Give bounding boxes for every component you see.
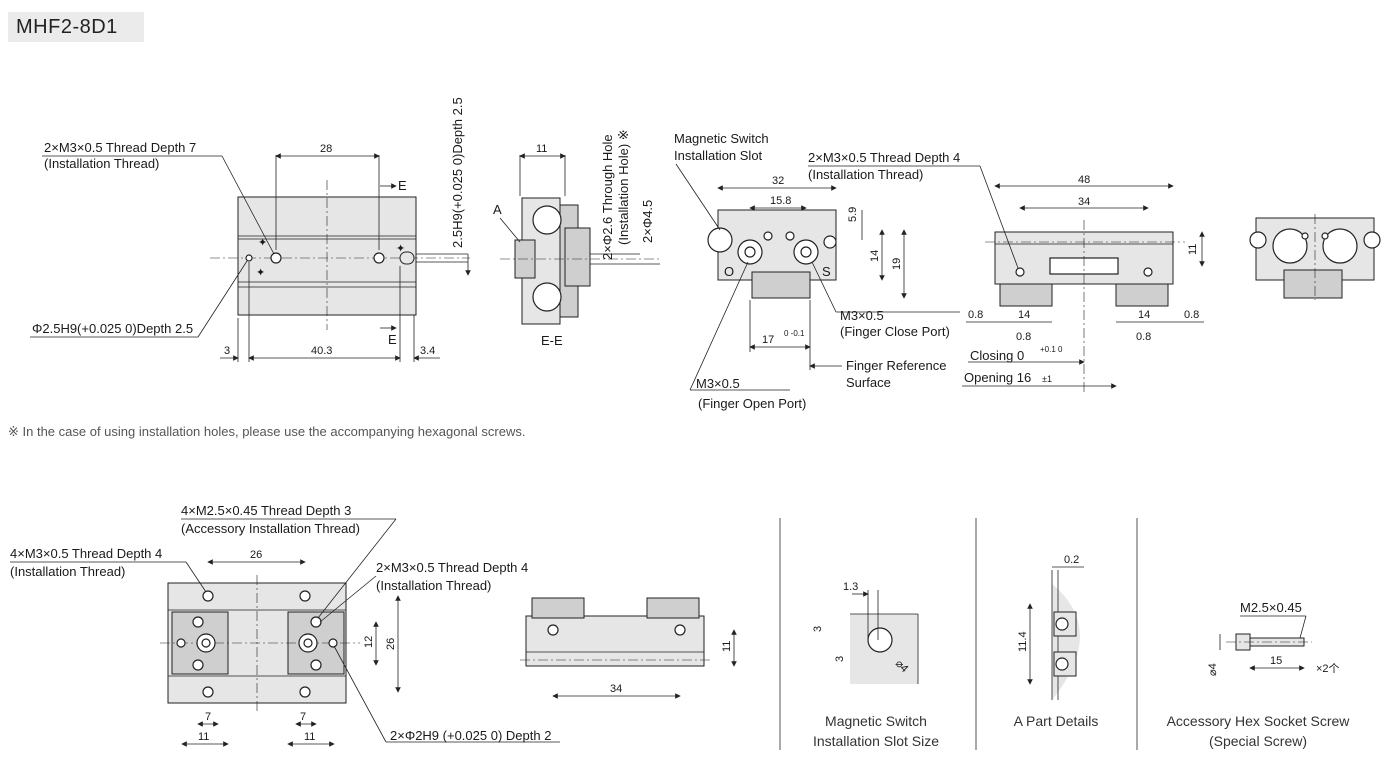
svg-text:11: 11 <box>304 731 315 743</box>
footnote: ※ In the case of using installation hole… <box>8 424 525 439</box>
svg-text:26: 26 <box>250 549 262 561</box>
svg-text:26: 26 <box>385 638 397 650</box>
svg-text:(Finger Open Port): (Finger Open Port) <box>698 396 806 411</box>
svg-text:×2个: ×2个 <box>1316 662 1340 675</box>
svg-text:(Installation Thread): (Installation Thread) <box>44 156 159 171</box>
svg-text:(Finger Close Port): (Finger Close Port) <box>840 324 950 339</box>
svg-text:A: A <box>493 202 502 217</box>
svg-text:0.8: 0.8 <box>1184 309 1199 321</box>
svg-text:O: O <box>724 264 734 279</box>
svg-text:48: 48 <box>1078 174 1090 186</box>
svg-text:Closing 0: Closing 0 <box>970 348 1024 363</box>
svg-text:0 -0.1: 0 -0.1 <box>784 329 805 338</box>
svg-text:M3×0.5: M3×0.5 <box>696 376 740 391</box>
svg-text:(Installation Thread): (Installation Thread) <box>376 578 491 593</box>
svg-text:17: 17 <box>762 334 774 346</box>
end-view <box>1249 214 1381 300</box>
svg-text:(Accessory Installation Thread: (Accessory Installation Thread) <box>181 521 360 536</box>
svg-text:Φ2.5H9(+0.025 0)Depth 2.5: Φ2.5H9(+0.025 0)Depth 2.5 <box>32 321 193 336</box>
svg-text:3: 3 <box>812 626 824 632</box>
svg-text:✦: ✦ <box>396 243 405 255</box>
svg-text:E-E: E-E <box>541 333 563 348</box>
section-view-ee: 11 A 2×Φ2.6 Through Hole (Installation H… <box>493 129 660 348</box>
svg-text:(Special Screw): (Special Screw) <box>1209 733 1307 749</box>
svg-text:14: 14 <box>869 250 881 262</box>
svg-text:34: 34 <box>1078 196 1090 208</box>
bottom-view: 4×M2.5×0.45 Thread Depth 3 (Accessory In… <box>10 503 560 747</box>
svg-text:Magnetic Switch: Magnetic Switch <box>825 713 927 729</box>
svg-text:2×M3×0.5 Thread Depth 4: 2×M3×0.5 Thread Depth 4 <box>376 560 528 575</box>
svg-text:S: S <box>822 264 831 279</box>
svg-text:14: 14 <box>1138 309 1150 321</box>
svg-text:14: 14 <box>1018 309 1030 321</box>
svg-text:Surface: Surface <box>846 375 891 390</box>
svg-text:1.3: 1.3 <box>843 581 858 593</box>
svg-text:⌀4: ⌀4 <box>1207 663 1219 676</box>
svg-text:(Installation Thread): (Installation Thread) <box>808 167 923 182</box>
svg-text:Opening 16: Opening 16 <box>964 370 1031 385</box>
svg-text:Magnetic Switch: Magnetic Switch <box>674 131 769 146</box>
svg-text:2×M3×0.5 Thread Depth 4: 2×M3×0.5 Thread Depth 4 <box>808 150 960 165</box>
svg-text:Finger Reference: Finger Reference <box>846 358 946 373</box>
svg-text:32: 32 <box>772 175 784 187</box>
svg-text:±1: ±1 <box>1042 374 1052 384</box>
top-view: ✦ ✦ ✦ 2×M3×0.5 Thread Depth 7 (Installati… <box>30 97 471 362</box>
svg-text:Installation Slot Size: Installation Slot Size <box>813 733 939 749</box>
svg-text:7: 7 <box>300 711 306 723</box>
svg-text:2×Φ2.6 Through Hole: 2×Φ2.6 Through Hole <box>600 134 615 260</box>
svg-text:E: E <box>388 332 397 347</box>
svg-text:2×Φ2H9 (+0.025 0) Depth 2: 2×Φ2H9 (+0.025 0) Depth 2 <box>390 728 551 743</box>
svg-text:12: 12 <box>363 636 375 648</box>
svg-text:3.4: 3.4 <box>420 345 435 357</box>
svg-text:0.8: 0.8 <box>968 309 983 321</box>
front-view: 2×M3×0.5 Thread Depth 4 (Installation Th… <box>808 150 1205 395</box>
svg-text:Installation Slot: Installation Slot <box>674 148 763 163</box>
svg-text:+0.1 0: +0.1 0 <box>1040 345 1063 354</box>
svg-text:7: 7 <box>205 711 211 723</box>
svg-text:19: 19 <box>891 258 903 270</box>
svg-text:0.8: 0.8 <box>1136 331 1151 343</box>
svg-text:15: 15 <box>1270 655 1282 667</box>
svg-text:0.2: 0.2 <box>1064 554 1079 566</box>
svg-text:2×Φ4.5: 2×Φ4.5 <box>640 200 655 243</box>
svg-text:✦: ✦ <box>258 237 267 249</box>
svg-text:M3×0.5: M3×0.5 <box>840 308 884 323</box>
rear-view: 34 11 <box>520 597 737 699</box>
svg-text:(Installation Thread): (Installation Thread) <box>10 564 125 579</box>
svg-text:11: 11 <box>536 143 547 155</box>
svg-text:2×M3×0.5 Thread Depth 7: 2×M3×0.5 Thread Depth 7 <box>44 140 196 155</box>
svg-text:11: 11 <box>1187 244 1199 255</box>
svg-text:40.3: 40.3 <box>311 345 332 357</box>
svg-text:4×M2.5×0.45 Thread Depth 3: 4×M2.5×0.45 Thread Depth 3 <box>181 503 351 518</box>
svg-text:11: 11 <box>721 641 733 652</box>
svg-text:✦: ✦ <box>256 267 265 279</box>
svg-text:28: 28 <box>320 143 332 155</box>
detail-switch-slot: 1.3 3 3 ⌀4 Magnetic Switch Installation … <box>812 581 939 749</box>
svg-text:3: 3 <box>834 656 846 662</box>
svg-text:5.9: 5.9 <box>847 207 859 222</box>
model-title: MHF2-8D1 <box>8 12 144 42</box>
svg-text:11: 11 <box>198 731 209 743</box>
svg-text:A Part Details: A Part Details <box>1014 713 1099 729</box>
svg-text:Accessory Hex Socket Screw: Accessory Hex Socket Screw <box>1167 713 1351 729</box>
svg-text:0.8: 0.8 <box>1016 331 1031 343</box>
svg-text:3: 3 <box>224 345 230 357</box>
svg-text:34: 34 <box>610 683 622 695</box>
svg-text:4×M3×0.5 Thread Depth 4: 4×M3×0.5 Thread Depth 4 <box>10 546 162 561</box>
svg-text:2.5H9(+0.025 0)Depth 2.5: 2.5H9(+0.025 0)Depth 2.5 <box>450 97 465 248</box>
svg-text:M2.5×0.45: M2.5×0.45 <box>1240 600 1302 615</box>
side-view: O S Magnetic Switch Installation Slot 32… <box>674 131 960 411</box>
svg-text:E: E <box>398 178 407 193</box>
detail-hex-screw: M2.5×0.45 ⌀4 15 ×2个 Accessory Hex Socket… <box>1167 600 1351 749</box>
svg-text:11.4: 11.4 <box>1017 631 1029 652</box>
svg-text:(Installation Hole) ※: (Installation Hole) ※ <box>616 129 631 245</box>
svg-text:15.8: 15.8 <box>770 195 791 207</box>
detail-a-part: 0.2 11.4 A Part Details <box>1014 554 1099 729</box>
